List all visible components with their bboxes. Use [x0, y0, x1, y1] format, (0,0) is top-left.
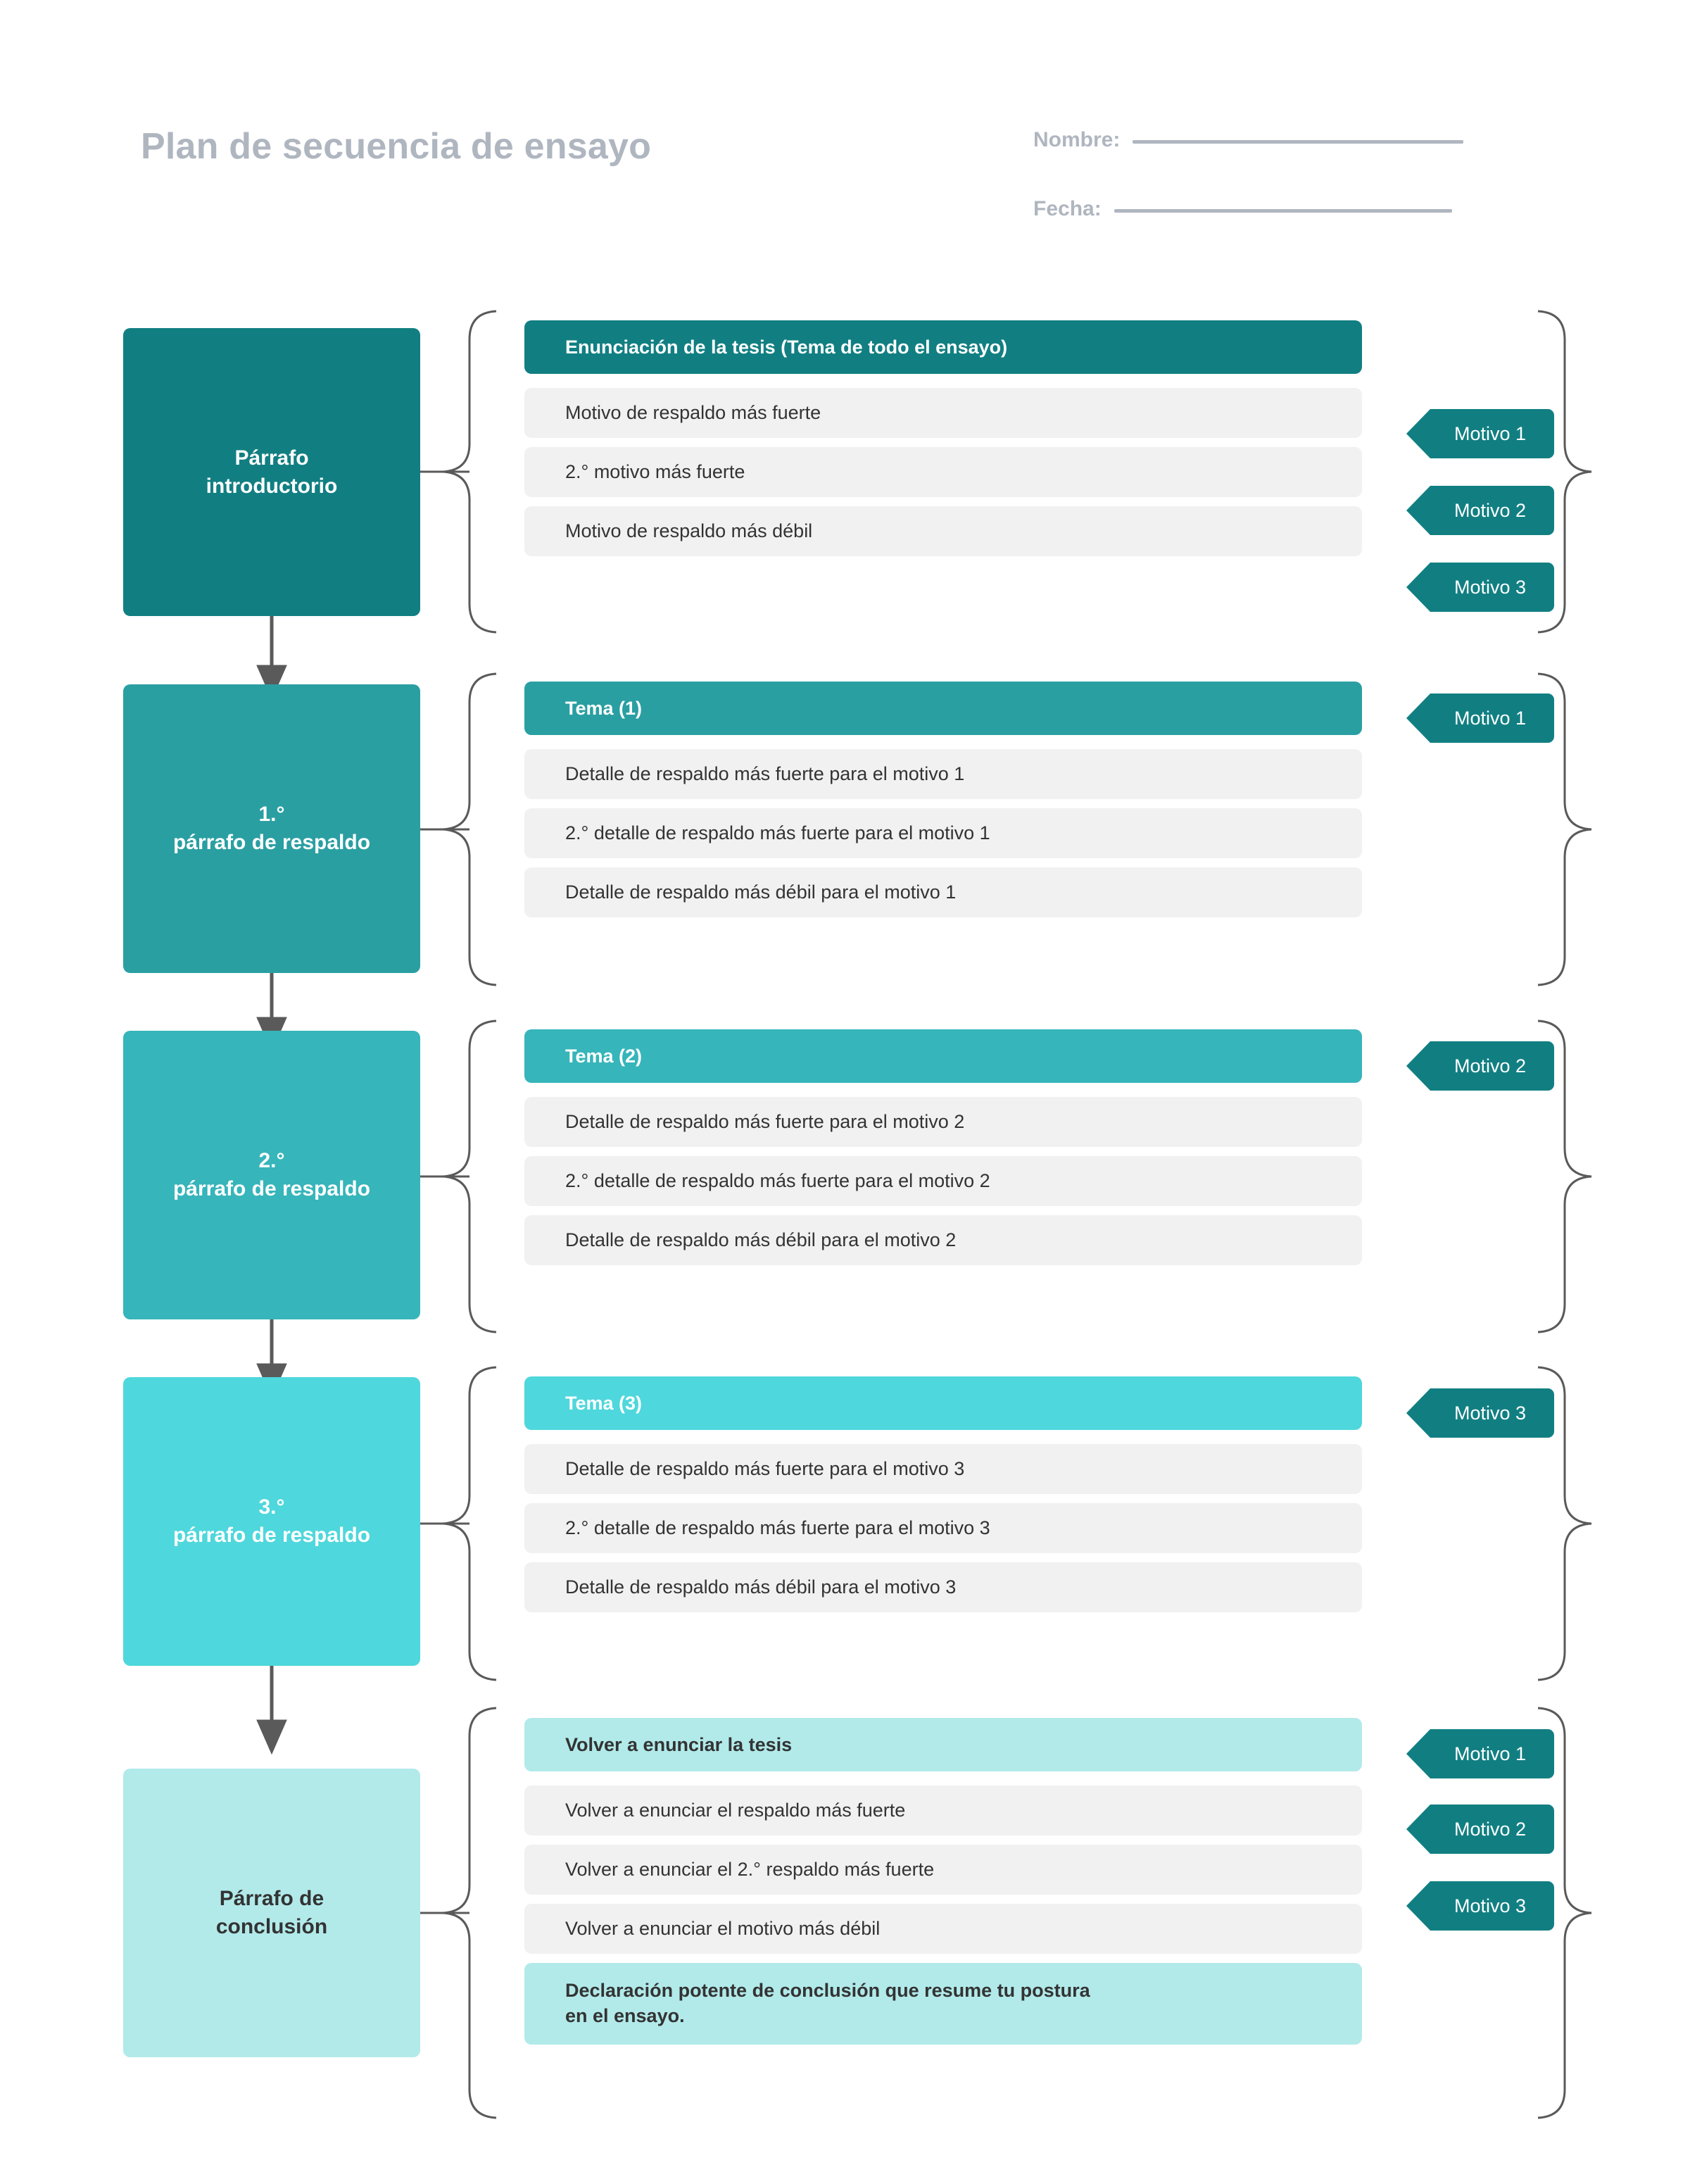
row-detail-label: Detalle de respaldo más fuerte para el m… — [565, 763, 965, 784]
page-title: Plan de secuencia de ensayo — [141, 126, 652, 167]
motivo-badge[interactable]: Motivo 2 — [1406, 1805, 1554, 1854]
paragraph-block-label: 3.° párrafo de respaldo — [172, 1495, 371, 1547]
left-brace-5 — [442, 1707, 497, 2119]
motivo-badge[interactable]: Motivo 1 — [1406, 1729, 1554, 1778]
motivo-badge-label: Motivo 2 — [1453, 1055, 1527, 1077]
motivo-badge-label: Motivo 2 — [1453, 499, 1527, 521]
motivo-badge-label: Motivo 1 — [1453, 422, 1527, 444]
rows-support-3: Tema (3) Detalle de respaldo más fuerte … — [524, 1376, 1362, 1621]
row-detail-label: 2.° motivo más fuerte — [565, 461, 745, 482]
row-detail[interactable]: Detalle de respaldo más fuerte para el m… — [524, 749, 1362, 799]
row-header-label: Tema (2) — [565, 1045, 643, 1067]
row-detail[interactable]: Volver a enunciar el respaldo más fuerte — [524, 1786, 1362, 1835]
row-detail[interactable]: Motivo de respaldo más débil — [524, 506, 1362, 556]
motivo-badge-label: Motivo 1 — [1453, 707, 1527, 729]
row-header[interactable]: Tema (3) — [524, 1376, 1362, 1430]
row-detail-label: Detalle de respaldo más fuerte para el m… — [565, 1458, 965, 1479]
motivo-badge[interactable]: Motivo 3 — [1406, 1388, 1554, 1438]
row-detail[interactable]: 2.° detalle de respaldo más fuerte para … — [524, 808, 1362, 858]
page-header: Plan de secuencia de ensayo Nombre: Fech… — [0, 0, 1690, 268]
row-detail-label: Detalle de respaldo más débil para el mo… — [565, 1576, 957, 1598]
row-detail-label: Volver a enunciar el motivo más débil — [565, 1918, 881, 1939]
row-detail[interactable]: Detalle de respaldo más fuerte para el m… — [524, 1097, 1362, 1147]
row-detail-label: Detalle de respaldo más débil para el mo… — [565, 1229, 957, 1250]
paragraph-block-label: Párrafo introductorio — [206, 446, 338, 498]
row-detail[interactable]: 2.° motivo más fuerte — [524, 447, 1362, 497]
row-header[interactable]: Enunciación de la tesis (Tema de todo el… — [524, 320, 1362, 374]
row-header-label: Tema (3) — [565, 1392, 643, 1414]
motivo-badge-label: Motivo 1 — [1453, 1743, 1527, 1764]
row-detail[interactable]: Motivo de respaldo más fuerte — [524, 388, 1362, 438]
motivo-badge[interactable]: Motivo 3 — [1406, 1881, 1554, 1931]
date-field-row: Fecha: — [1033, 197, 1452, 221]
motivo-badge-label: Motivo 2 — [1453, 1818, 1527, 1840]
motivo-badge-label: Motivo 3 — [1453, 576, 1527, 598]
motivo-badge[interactable]: Motivo 2 — [1406, 1041, 1554, 1091]
row-detail[interactable]: 2.° detalle de respaldo más fuerte para … — [524, 1503, 1362, 1553]
motivo-badge[interactable]: Motivo 1 — [1406, 409, 1554, 458]
row-header[interactable]: Tema (2) — [524, 1029, 1362, 1083]
paragraph-block-support-2[interactable]: 2.° párrafo de respaldo — [123, 1031, 420, 1319]
row-conclusion-statement[interactable]: Declaración potente de conclusión que re… — [524, 1963, 1362, 2045]
motivo-badge-label: Motivo 3 — [1453, 1895, 1527, 1916]
paragraph-block-conclusion[interactable]: Párrafo de conclusión — [123, 1769, 420, 2057]
row-header-label: Volver a enunciar la tesis — [565, 1733, 793, 1755]
row-detail-label: 2.° detalle de respaldo más fuerte para … — [565, 1517, 990, 1538]
rows-support-1: Tema (1) Detalle de respaldo más fuerte … — [524, 682, 1362, 927]
row-detail-label: 2.° detalle de respaldo más fuerte para … — [565, 822, 990, 843]
row-detail[interactable]: Volver a enunciar el 2.° respaldo más fu… — [524, 1845, 1362, 1895]
paragraph-block-support-1[interactable]: 1.° párrafo de respaldo — [123, 684, 420, 973]
name-field-row: Nombre: — [1033, 128, 1464, 152]
paragraph-block-label: 2.° párrafo de respaldo — [172, 1149, 371, 1200]
row-detail[interactable]: Detalle de respaldo más débil para el mo… — [524, 867, 1362, 917]
row-detail-label: Volver a enunciar el 2.° respaldo más fu… — [565, 1859, 935, 1880]
row-detail[interactable]: Detalle de respaldo más débil para el mo… — [524, 1215, 1362, 1265]
left-brace-1 — [442, 310, 497, 634]
paragraph-block-support-3[interactable]: 3.° párrafo de respaldo — [123, 1377, 420, 1666]
row-detail-label: Detalle de respaldo más fuerte para el m… — [565, 1111, 965, 1132]
rows-conclusion: Volver a enunciar la tesis Volver a enun… — [524, 1718, 1362, 2054]
row-header[interactable]: Volver a enunciar la tesis — [524, 1718, 1362, 1771]
date-input-line[interactable] — [1114, 209, 1452, 213]
name-input-line[interactable] — [1133, 140, 1464, 144]
arrow-head-4 — [256, 1719, 287, 1755]
row-detail[interactable]: Volver a enunciar el motivo más débil — [524, 1904, 1362, 1954]
row-detail[interactable]: Detalle de respaldo más débil para el mo… — [524, 1562, 1362, 1612]
motivo-badge-label: Motivo 3 — [1453, 1402, 1527, 1424]
left-brace-2 — [442, 672, 497, 986]
motivo-badge[interactable]: Motivo 1 — [1406, 694, 1554, 743]
left-brace-3 — [442, 1019, 497, 1333]
paragraph-block-intro[interactable]: Párrafo introductorio — [123, 328, 420, 616]
row-header[interactable]: Tema (1) — [524, 682, 1362, 735]
rows-support-2: Tema (2) Detalle de respaldo más fuerte … — [524, 1029, 1362, 1274]
row-detail-label: 2.° detalle de respaldo más fuerte para … — [565, 1170, 990, 1191]
row-detail-label: Motivo de respaldo más fuerte — [565, 402, 821, 423]
motivo-badge[interactable]: Motivo 2 — [1406, 486, 1554, 535]
row-header-label: Enunciación de la tesis (Tema de todo el… — [565, 336, 1008, 358]
row-header-label: Tema (1) — [565, 697, 643, 719]
rows-intro: Enunciación de la tesis (Tema de todo el… — [524, 320, 1362, 565]
name-label: Nombre: — [1033, 128, 1121, 151]
row-detail-label: Detalle de respaldo más débil para el mo… — [565, 881, 957, 903]
row-detail-label: Motivo de respaldo más débil — [565, 520, 813, 541]
row-detail[interactable]: 2.° detalle de respaldo más fuerte para … — [524, 1156, 1362, 1206]
paragraph-block-label: 1.° párrafo de respaldo — [172, 803, 371, 854]
date-label: Fecha: — [1033, 197, 1102, 220]
row-detail[interactable]: Detalle de respaldo más fuerte para el m… — [524, 1444, 1362, 1494]
paragraph-block-label: Párrafo de conclusión — [215, 1887, 328, 1938]
motivo-badge[interactable]: Motivo 3 — [1406, 563, 1554, 612]
row-conclusion-statement-label: Declaración potente de conclusión que re… — [565, 1980, 1090, 2026]
row-detail-label: Volver a enunciar el respaldo más fuerte — [565, 1800, 906, 1821]
left-brace-4 — [442, 1366, 497, 1681]
